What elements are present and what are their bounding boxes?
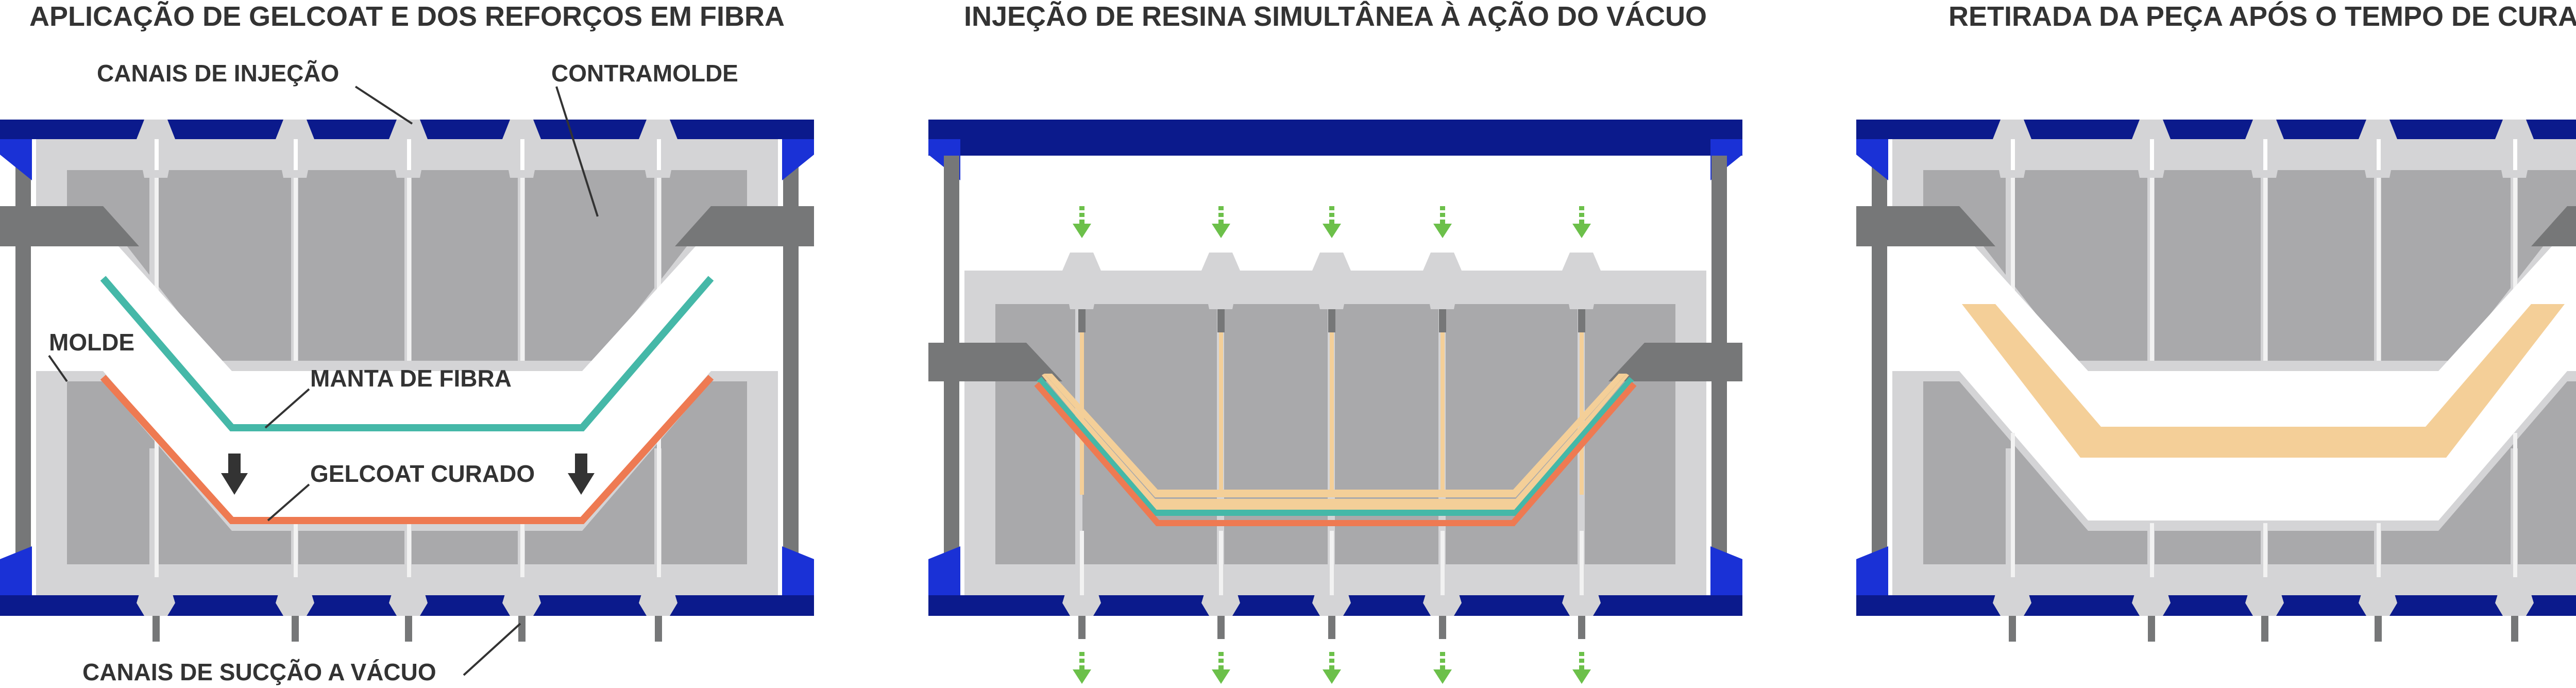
panel-2-title: INJEÇÃO DE RESINA SIMULTÂNEA À AÇÃO DO V… [964, 1, 1707, 32]
panel-resin-injection: INJEÇÃO DE RESINA SIMULTÂNEA À AÇÃO DO V… [928, 1, 1742, 684]
panel-part-removal: RETIRADA DA PEÇA APÓS O TEMPO DE CURA [1856, 1, 2576, 642]
lower-mold [1892, 371, 2576, 642]
finished-part [1962, 304, 2565, 458]
panel-1-title: APLICAÇÃO DE GELCOAT E DOS REFORÇOS EM F… [29, 1, 785, 32]
vacuum-arrow-icon [1323, 652, 1341, 684]
counter-mold [36, 120, 778, 371]
label-mold: MOLDE [49, 329, 134, 356]
label-counter-mold: CONTRAMOLDE [551, 60, 738, 87]
label-injection-channels: CANAIS DE INJEÇÃO [97, 60, 339, 87]
vacuum-arrow-icon [1073, 652, 1091, 684]
lower-mold [36, 371, 778, 642]
vacuum-arrow-icon [1433, 652, 1452, 684]
label-vacuum-channels: CANAIS DE SUCÇÃO A VÁCUO [82, 659, 436, 685]
panel-3-title: RETIRADA DA PEÇA APÓS O TEMPO DE CURA [1948, 1, 2576, 32]
panel-gelcoat-fiber: APLICAÇÃO DE GELCOAT E DOS REFORÇOS EM F… [0, 1, 814, 685]
part-layers [1034, 374, 1637, 526]
fiber-mat-layer [100, 276, 714, 431]
label-cured-gelcoat: GELCOAT CURADO [310, 460, 535, 487]
gelcoat-layer [100, 375, 714, 524]
counter-mold [1892, 120, 2576, 371]
vacuum-arrow-icon [1572, 652, 1591, 684]
vacuum-arrow-icon [1212, 652, 1230, 684]
label-fiber-mat: MANTA DE FIBRA [310, 365, 512, 392]
